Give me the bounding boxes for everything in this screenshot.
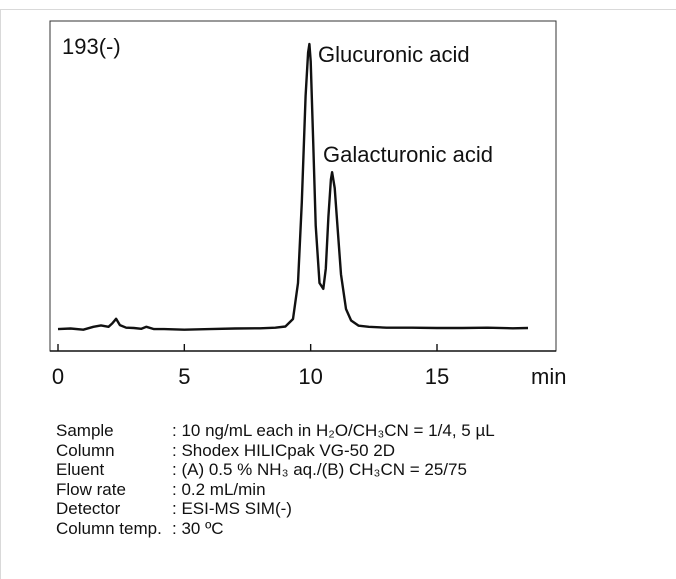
conditions-table: Sample : 10 ng/mL each in H₂O/CH₃CN = 1/… [56,421,495,539]
condition-label: Flow rate [56,479,126,499]
peak-label-galacturonic: Galacturonic acid [323,142,493,167]
condition-row-column-temp: Column temp. : 30 ºC [56,519,495,539]
x-axis-label: min [531,364,566,389]
condition-label: Detector [56,499,121,519]
x-tick-label: 15 [425,364,449,389]
x-tick-label: 5 [178,364,190,389]
condition-row-eluent: Eluent : (A) 0.5 % NH₃ aq./(B) CH₃CN = 2… [56,460,495,480]
x-ticks [57,344,438,351]
condition-value: : Shodex HILICpak VG-50 2D [172,440,396,460]
peak-label-glucuronic: Glucuronic acid [318,42,470,67]
condition-label: Column [56,440,115,460]
chromatogram-trace [57,42,529,331]
x-tick-label: 0 [52,364,64,389]
frame-left-line [0,9,1,579]
condition-value: : 0.2 mL/min [172,479,266,499]
condition-row-flow-rate: Flow rate : 0.2 mL/min [56,480,495,500]
condition-row-detector: Detector : ESI-MS SIM(-) [56,499,495,519]
x-tick-label: 10 [298,364,322,389]
condition-row-sample: Sample : 10 ng/mL each in H₂O/CH₃CN = 1/… [56,421,495,441]
condition-label: Column temp. [56,518,162,538]
condition-row-column: Column : Shodex HILICpak VG-50 2D [56,441,495,461]
x-tick-labels: 0 5 10 15 [52,364,449,389]
condition-label: Eluent [56,460,105,480]
condition-value: : 10 ng/mL each in H₂O/CH₃CN = 1/4, 5 µL [172,421,495,440]
chromatogram-chart: 0 5 10 15 min 193(-) Glucuronic acid Galact… [49,20,566,389]
frame-top-line [0,9,676,10]
condition-label: Sample [56,421,114,440]
condition-value: : (A) 0.5 % NH₃ aq./(B) CH₃CN = 25/75 [172,460,467,480]
condition-value: : ESI-MS SIM(-) [172,499,292,519]
corner-label: 193(-) [62,34,121,59]
condition-value: : 30 ºC [172,518,224,538]
